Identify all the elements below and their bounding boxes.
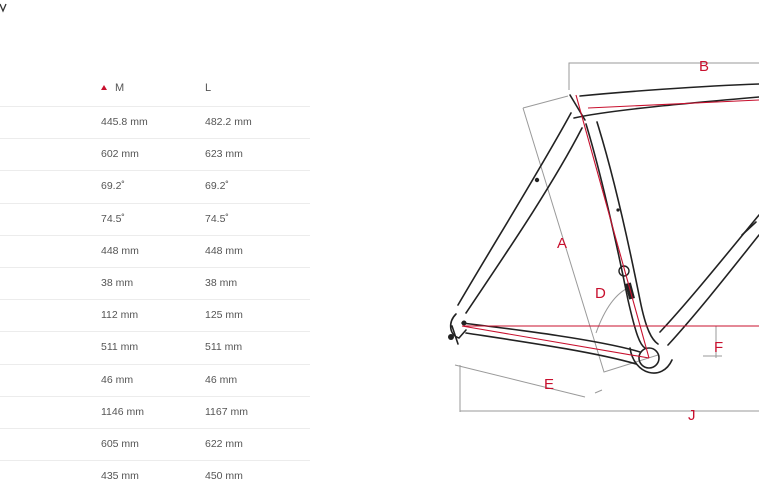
label-d: D [595,285,606,302]
cell-size-l: 511 mm [205,341,243,354]
cell-size-l: 1167 mm [205,405,248,418]
table-row: 46 mm 46 mm [0,363,310,397]
label-e: E [544,376,554,393]
table-row: 445.8 mm 482.2 mm [0,106,310,139]
table-row: 69.2˚ 69.2˚ [0,170,310,203]
corner-chevron-icon [0,3,7,13]
cell-size-l: 623 mm [205,148,243,161]
cell-size-m: 74.5˚ [101,212,125,225]
cell-size-l: 622 mm [205,438,243,450]
cell-size-l: 46 mm [205,373,238,386]
label-a: A [557,235,567,252]
table-row: 74.5˚ 74.5˚ [0,202,310,236]
cell-size-l: 482.2 mm [205,116,252,128]
column-header-l-label: L [205,82,212,94]
table-row: 38 mm 38 mm [0,267,310,300]
measurement-guides [454,62,759,412]
cell-size-m: 602 mm [101,148,139,161]
cell-size-m: 1146 mm [101,405,144,418]
cell-size-l: 450 mm [205,470,243,483]
cell-size-m: 511 mm [101,341,139,354]
cell-size-m: 112 mm [101,309,139,322]
cell-size-l: 125 mm [205,309,243,322]
label-j: J [688,407,696,424]
sort-up-icon [101,85,107,90]
cell-size-l: 74.5˚ [205,212,229,225]
cell-size-m: 435 mm [101,470,139,483]
cell-size-m: 46 mm [101,373,134,386]
table-row: 511 mm 511 mm [0,331,310,364]
column-header-l[interactable]: L [205,82,211,94]
cell-size-m: 448 mm [101,244,139,257]
geometry-lines [461,94,759,359]
cell-size-m: 38 mm [101,277,134,289]
table-row: 448 mm 448 mm [0,234,310,268]
column-header-m-label: M [115,82,125,94]
cell-size-m: 69.2˚ [101,180,125,193]
column-header-m[interactable]: M [101,82,124,94]
table-row: 602 mm 623 mm [0,138,310,171]
table-row: 435 mm 450 mm [0,460,310,493]
cell-size-l: 448 mm [205,244,243,257]
cell-size-m: 605 mm [101,438,139,450]
label-f: F [714,339,723,356]
table-row: 1146 mm 1167 mm [0,395,310,429]
table-row: 112 mm 125 mm [0,299,310,332]
cell-size-l: 38 mm [205,277,238,289]
label-b: B [699,58,709,75]
table-row: 605 mm 622 mm [0,428,310,461]
cell-size-m: 445.8 mm [101,116,148,128]
cell-size-l: 69.2˚ [205,180,229,193]
bike-frame [449,83,759,374]
